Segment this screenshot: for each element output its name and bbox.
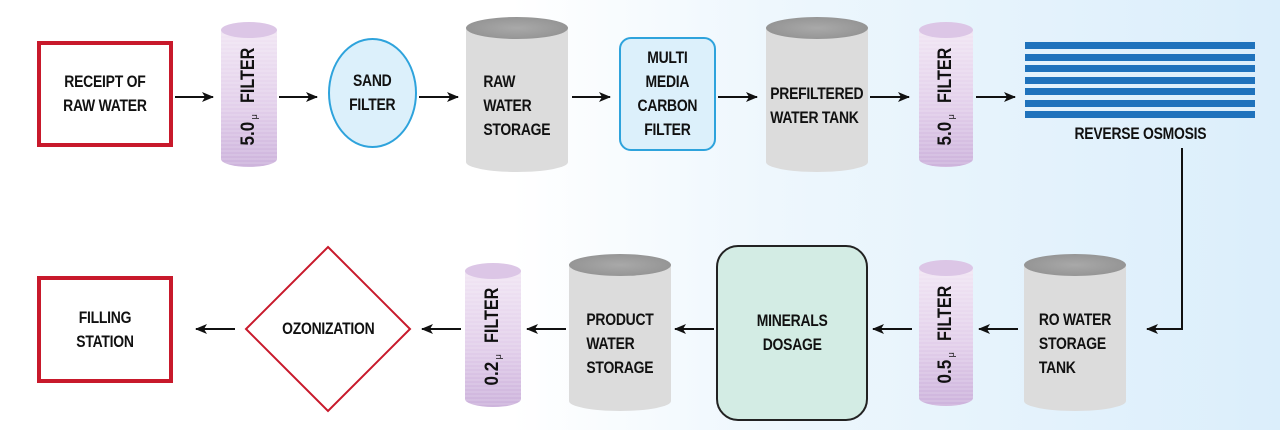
filter-word: FILTER xyxy=(935,286,956,342)
filter-word: FILTER xyxy=(935,47,956,103)
filter-label: 5.0 μ FILTER xyxy=(238,43,260,147)
node-label: RO Water Storage Tank xyxy=(1038,309,1112,377)
tank-top xyxy=(766,17,868,39)
tank-text: Prefiltered Water Tank xyxy=(766,39,868,172)
node-filter-0-5-micron: 0.5 μ FILTER xyxy=(919,260,973,406)
tank-text: Raw Water Storage xyxy=(466,39,568,172)
micron-unit: μ xyxy=(249,113,259,119)
tank-text: RO Water Storage Tank xyxy=(1024,276,1126,411)
node-minerals-dosage: Minerals Dosage xyxy=(716,245,868,421)
membrane-bar xyxy=(1025,42,1255,49)
micron-unit: μ xyxy=(946,352,956,358)
node-raw-water-storage: Raw Water Storage xyxy=(466,17,568,172)
filter-rating: 0.2 xyxy=(482,361,503,386)
node-filter-5-0-micron-1: 5.0 μ FILTER xyxy=(221,22,277,167)
node-label: Reverse Osmosis xyxy=(1074,124,1206,143)
filter-rating: 5.0 xyxy=(935,121,956,146)
node-ro-water-storage-tank: RO Water Storage Tank xyxy=(1024,254,1126,411)
filter-rating: 5.0 xyxy=(238,121,259,146)
tank-top xyxy=(569,254,671,276)
tank-top xyxy=(466,17,568,39)
filter-cylinder-top xyxy=(919,260,973,276)
filter-label: 0.5 μ FILTER xyxy=(935,281,957,385)
filter-word: FILTER xyxy=(482,288,503,344)
filter-label: 0.2 μ FILTER xyxy=(482,283,504,387)
membrane-bar xyxy=(1025,53,1255,61)
node-filter-5-0-micron-2: 5.0 μ FILTER xyxy=(919,22,973,167)
node-reverse-osmosis-membrane xyxy=(1025,42,1255,123)
filter-cylinder-top xyxy=(221,22,277,38)
membrane-bar xyxy=(1025,65,1255,72)
node-label: Minerals Dosage xyxy=(756,311,828,354)
filter-cylinder-top xyxy=(919,22,973,38)
node-label: Filling Station xyxy=(76,307,134,351)
arrow-ro-to-ro-storage xyxy=(1146,148,1183,334)
membrane-bar xyxy=(1025,88,1255,95)
tank-top xyxy=(1024,254,1126,276)
filter-cylinder-body xyxy=(919,30,973,167)
node-label: Prefiltered Water Tank xyxy=(770,83,864,127)
filter-word: FILTER xyxy=(238,47,259,103)
filter-label: 5.0 μ FILTER xyxy=(935,43,957,147)
reverse-osmosis-label-wrap: Reverse Osmosis xyxy=(1025,122,1255,146)
filter-cylinder-body xyxy=(221,30,277,167)
filter-cylinder-body xyxy=(465,271,521,407)
node-multi-media-carbon-filter: Multi Media Carbon Filter xyxy=(619,37,716,151)
filter-cylinder-top xyxy=(465,263,521,279)
membrane-bar xyxy=(1025,76,1255,84)
node-filling-station: Filling Station xyxy=(37,276,173,383)
node-ozonization: Ozonization xyxy=(250,310,406,348)
node-sand-filter: Sand Filter xyxy=(328,38,417,148)
tank-text: Product Water Storage xyxy=(569,276,671,411)
micron-unit: μ xyxy=(946,113,956,119)
filter-rating: 0.5 xyxy=(935,359,956,384)
node-label: Ozonization xyxy=(281,319,375,338)
membrane-bar xyxy=(1025,111,1255,118)
filter-cylinder-body xyxy=(919,268,973,406)
ozonization-diamond-shape xyxy=(244,245,412,413)
node-product-water-storage: Product Water Storage xyxy=(569,254,671,411)
tank-body xyxy=(466,27,568,172)
node-label: Product Water Storage xyxy=(586,309,654,377)
node-filter-0-2-micron: 0.2 μ FILTER xyxy=(465,263,521,407)
node-label: Sand Filter xyxy=(349,71,396,114)
node-label: Raw Water Storage xyxy=(483,71,551,139)
tank-body xyxy=(1024,264,1126,411)
micron-unit: μ xyxy=(493,354,503,360)
node-prefiltered-water-tank: Prefiltered Water Tank xyxy=(766,17,868,172)
membrane-bar xyxy=(1025,99,1255,107)
node-label: Receipt of Raw Water xyxy=(63,72,147,115)
tank-body xyxy=(766,27,868,172)
node-label: Multi Media Carbon Filter xyxy=(637,48,698,139)
node-receipt-of-raw-water: Receipt of Raw Water xyxy=(37,41,173,147)
tank-body xyxy=(569,264,671,411)
